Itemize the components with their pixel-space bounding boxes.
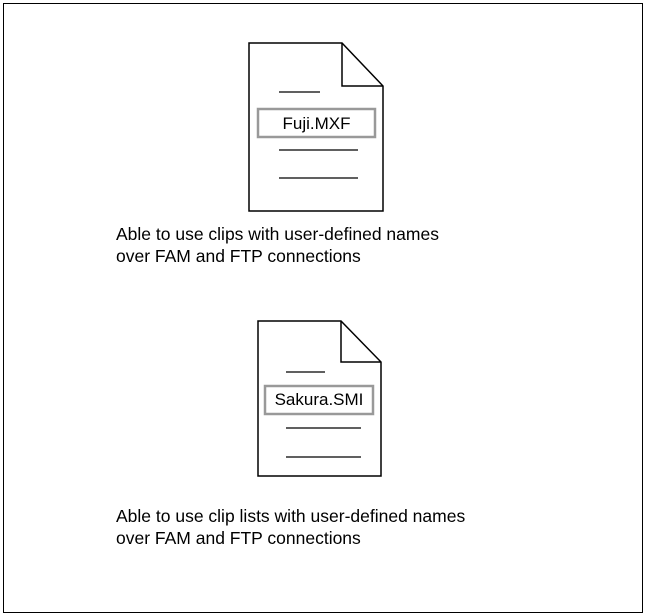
filename-label: Fuji.MXF: [282, 114, 351, 133]
caption-line: over FAM and FTP connections: [116, 528, 361, 548]
caption-clip-lists: Able to use clip lists with user-defined…: [116, 505, 465, 549]
caption-line: over FAM and FTP connections: [116, 246, 361, 266]
caption-line: Able to use clip lists with user-defined…: [116, 506, 466, 526]
document-icon-clip-list: Sakura.SMI: [257, 320, 382, 477]
filename-label: Sakura.SMI: [274, 390, 364, 409]
file-page-icon: [248, 42, 384, 212]
file-page-icon: [257, 320, 382, 477]
document-icon-clip: Fuji.MXF: [248, 42, 384, 212]
caption-clips: Able to use clips with user-defined name…: [116, 223, 439, 267]
caption-line: Able to use clips with user-defined name…: [116, 224, 439, 244]
